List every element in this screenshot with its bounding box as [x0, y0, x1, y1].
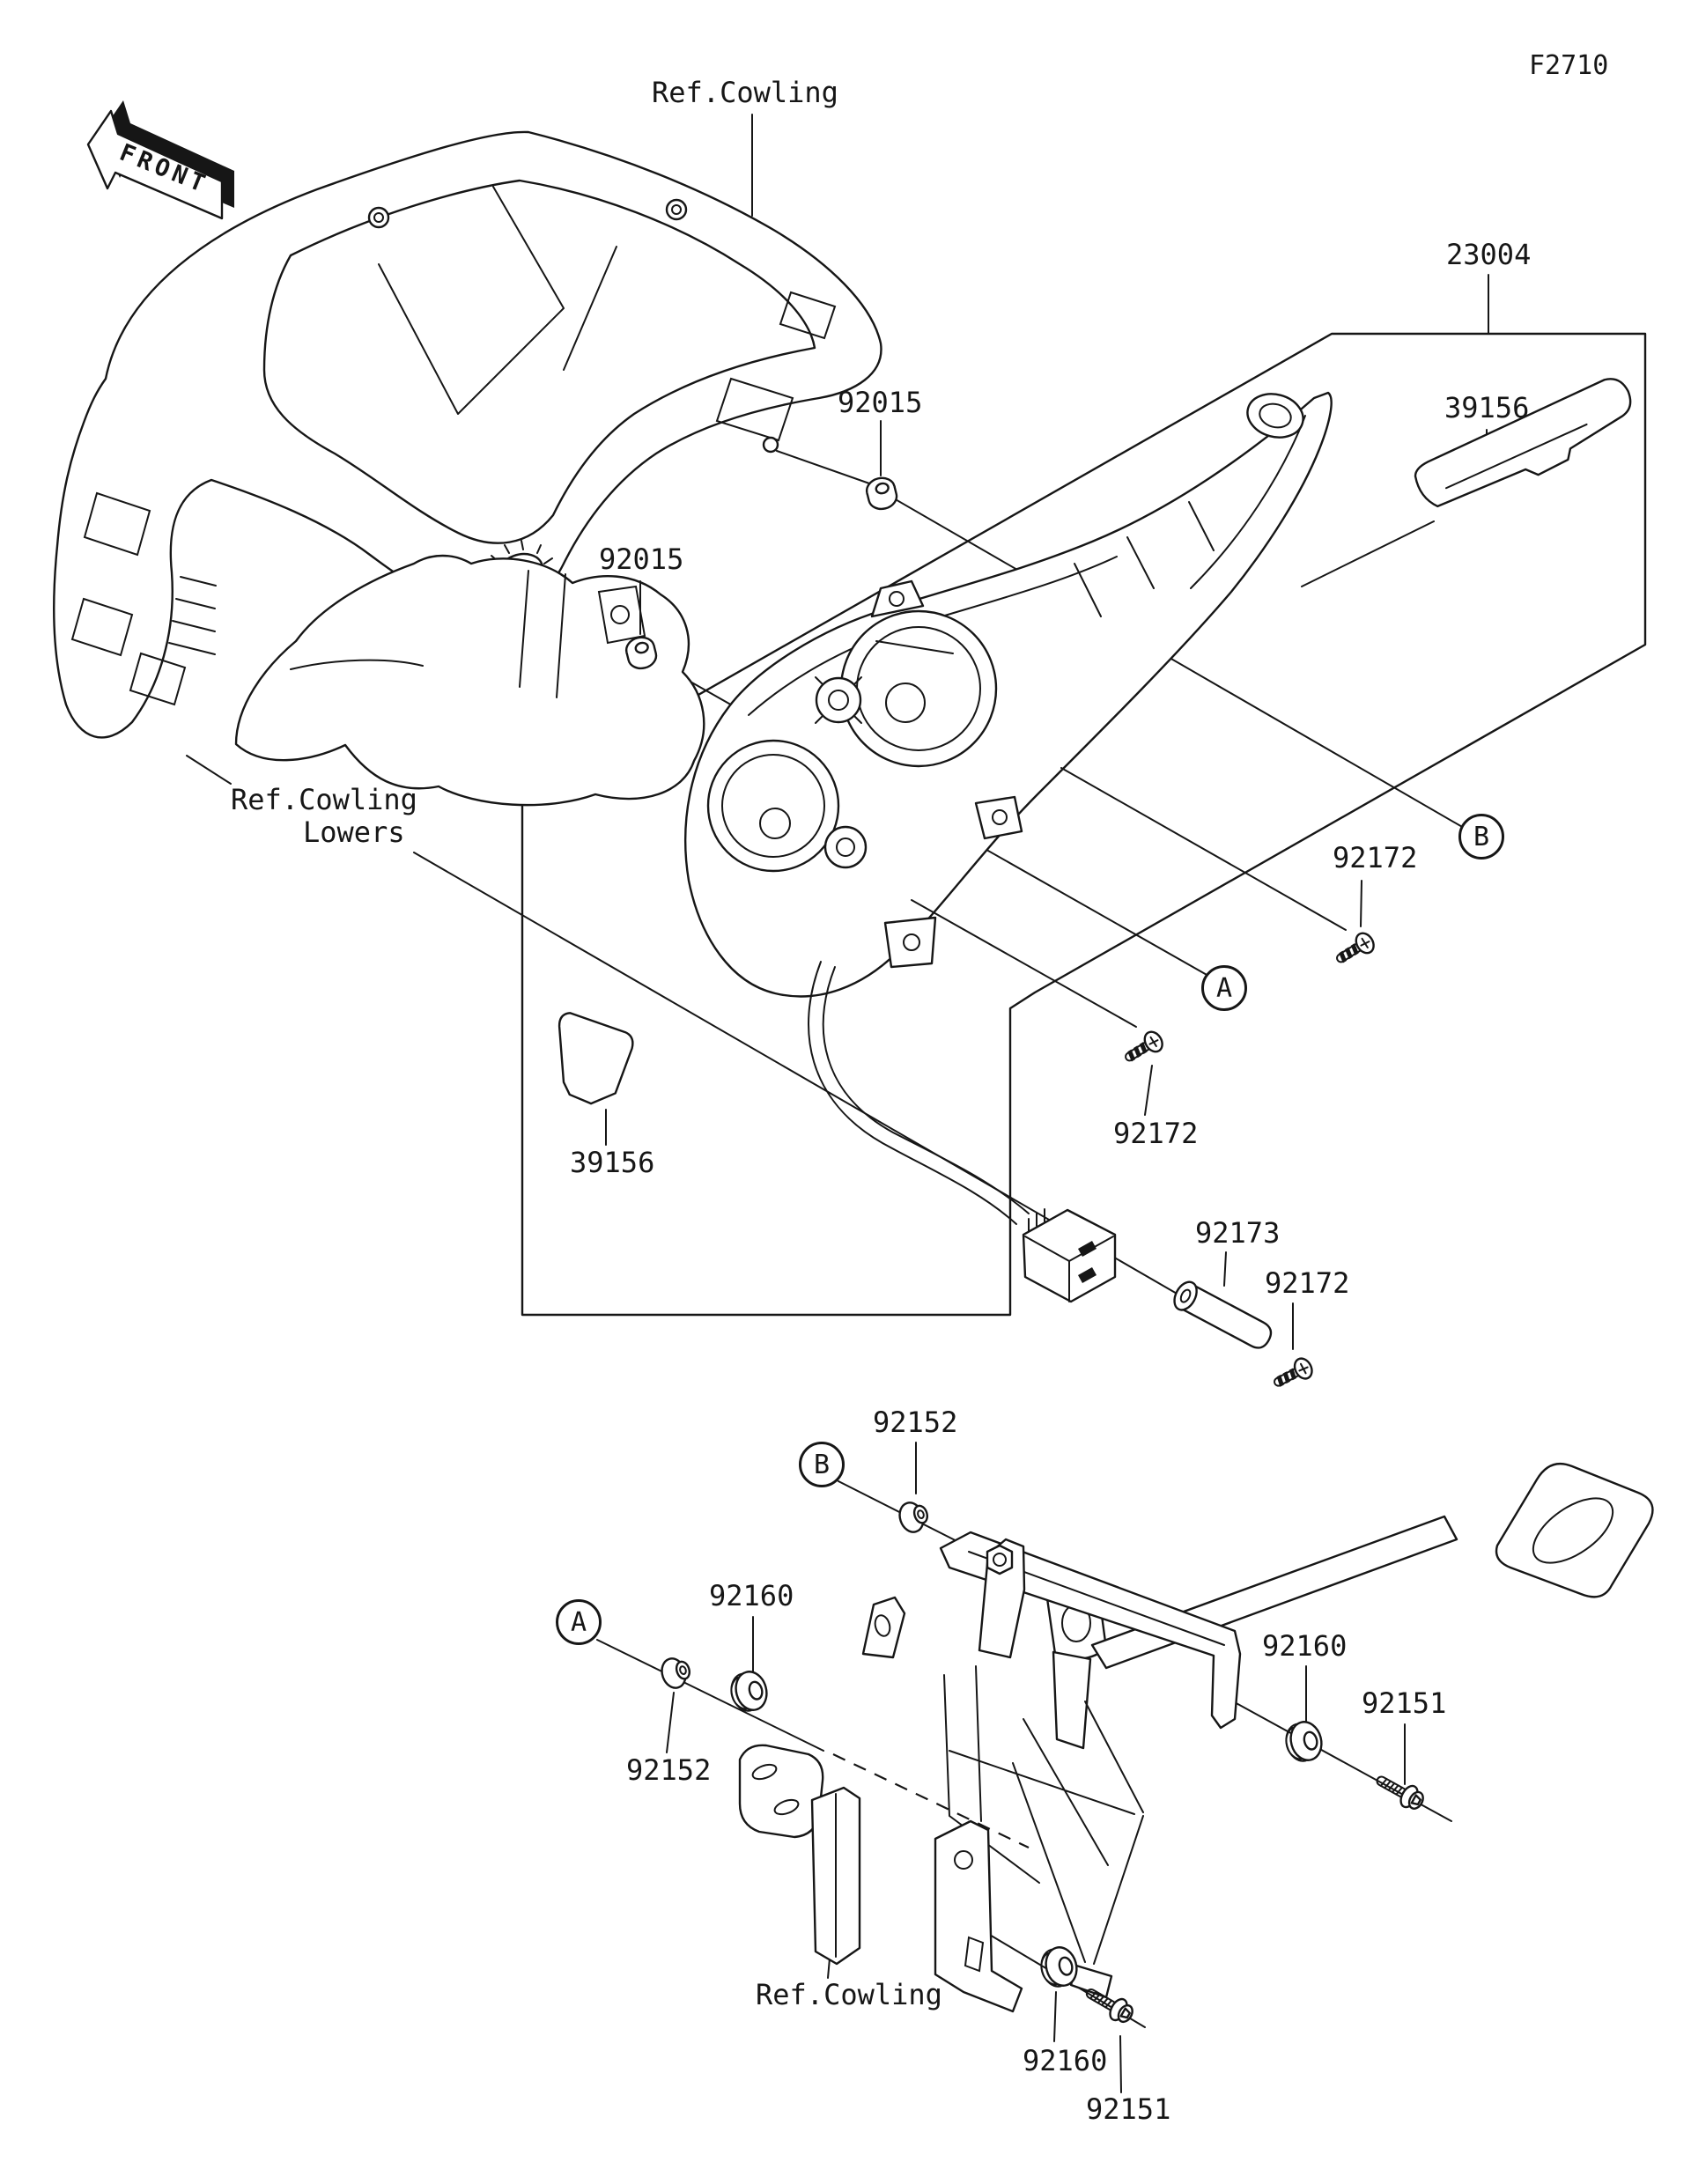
front-arrow: FRONT	[86, 100, 234, 220]
part-label-92152-top: 92152	[873, 1406, 958, 1439]
ref-cowling-bottom-label: Ref.Cowling	[756, 1978, 942, 2011]
ref-cowling-lowers-line2: Lowers	[303, 815, 405, 849]
washer-92152-top	[898, 1502, 929, 1533]
callout-box	[521, 332, 1647, 1317]
part-label-92172-right: 92172	[1333, 841, 1418, 874]
part-label-92151-bottom: 92151	[1086, 2092, 1171, 2126]
collar-92173	[1173, 1280, 1273, 1349]
damper-92160-left	[730, 1671, 768, 1712]
part-label-92015-right: 92015	[838, 386, 923, 419]
damper-92160-bottom	[1040, 1946, 1078, 1988]
bolt-92151-bottom	[1085, 1988, 1133, 2024]
screw-92172-lower	[1274, 1357, 1313, 1387]
washer-92152-left	[661, 1657, 691, 1689]
part-label-92152-left: 92152	[626, 1753, 712, 1787]
part-label-92160-left: 92160	[709, 1579, 794, 1612]
ref-cowling-top-label: Ref.Cowling	[652, 76, 838, 109]
part-label-92160-right: 92160	[1262, 1629, 1348, 1663]
headlamp-bracket-drawing	[738, 1462, 1654, 2013]
view-marker-b-lower: B	[799, 1442, 845, 1487]
part-label-92160-bottom: 92160	[1023, 2044, 1108, 2077]
leader-lines	[186, 114, 1489, 2093]
headlight-unit-drawing	[684, 391, 1333, 1303]
view-marker-a-lower: A	[556, 1599, 602, 1645]
part-label-92172-lower: 92172	[1265, 1266, 1350, 1300]
part-label-92172-mid: 92172	[1113, 1117, 1199, 1150]
part-label-23004: 23004	[1446, 238, 1532, 271]
figure-code: F2710	[1529, 50, 1609, 81]
nut-92015-left	[624, 636, 658, 670]
ref-cowling-lowers-line1: Ref.Cowling	[231, 783, 417, 816]
part-label-39156-right: 39156	[1444, 391, 1530, 424]
nut-92015-right	[865, 476, 898, 511]
cowling-lowers-drawing	[234, 554, 705, 807]
bolt-92151-right	[1376, 1775, 1424, 1810]
part-label-39156-left: 39156	[570, 1146, 655, 1179]
part-label-92015-left: 92015	[599, 542, 684, 576]
view-marker-b-upper: B	[1458, 814, 1504, 860]
part-label-92151-right: 92151	[1362, 1686, 1447, 1720]
view-marker-a-upper: A	[1201, 965, 1247, 1011]
part-label-92173: 92173	[1195, 1216, 1281, 1250]
screw-92172-right	[1336, 932, 1375, 963]
bulb-cover-left	[558, 1012, 634, 1105]
screw-92172-mid	[1125, 1030, 1163, 1062]
damper-92160-right	[1285, 1721, 1323, 1762]
bulb-cover-right	[1414, 378, 1632, 508]
